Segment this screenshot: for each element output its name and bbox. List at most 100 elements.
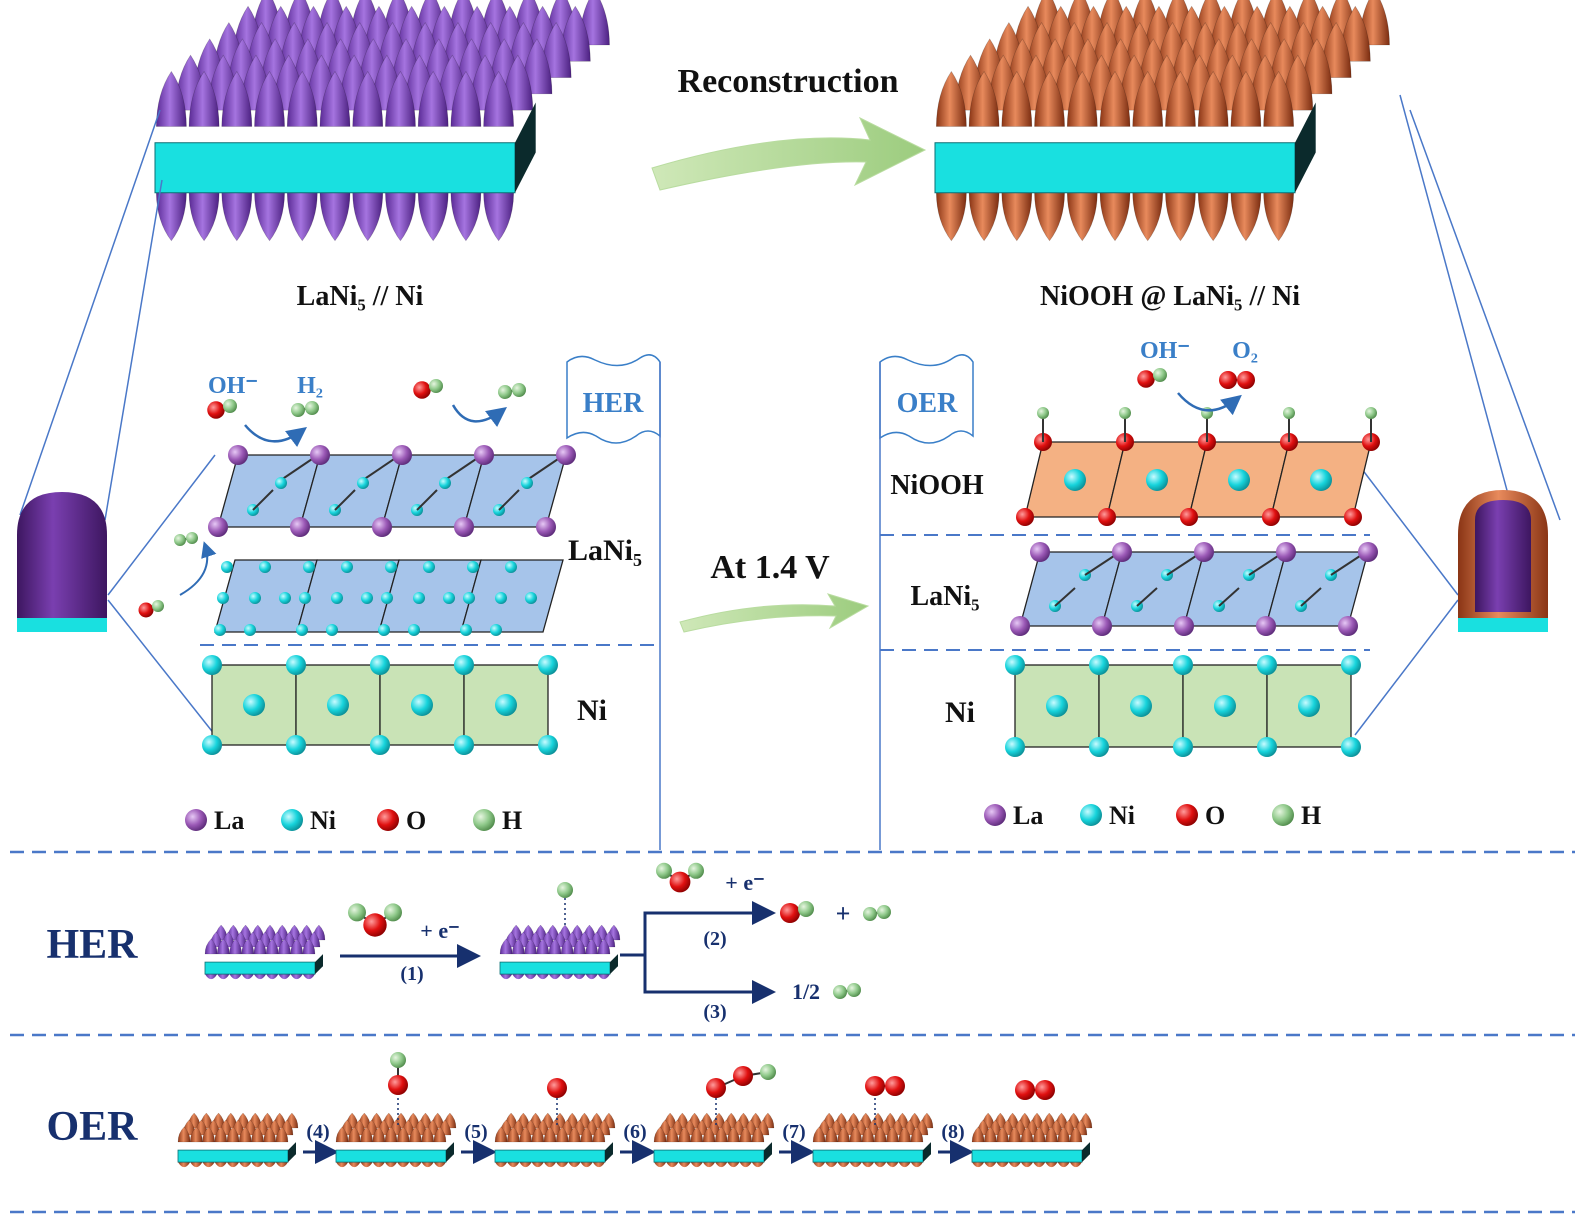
h-atom <box>429 379 443 393</box>
nanospike <box>275 1162 288 1168</box>
nanospike <box>241 938 255 955</box>
nanospike <box>861 1162 875 1168</box>
her-surface-arrow <box>451 404 507 428</box>
nanospike <box>849 1162 862 1168</box>
nanospike <box>421 1162 434 1168</box>
nanospike <box>319 70 351 127</box>
o-atom <box>1219 371 1237 389</box>
oer-step-label: (6) <box>623 1121 646 1143</box>
nanospike <box>898 1126 911 1143</box>
left-electrode-caption: LaNi₅ // Ni <box>297 281 424 312</box>
ni-atom <box>423 561 435 573</box>
nanospike <box>524 938 537 955</box>
her-h2-label: H₂ <box>297 373 323 399</box>
o-atom <box>388 1075 408 1095</box>
la-atom <box>1194 542 1214 562</box>
legend-label-la: La <box>1013 801 1043 830</box>
ni-atom <box>385 561 397 573</box>
o-atom <box>733 1066 753 1086</box>
ni-atom <box>460 624 472 636</box>
mini-electrode-icon <box>499 924 621 980</box>
la-atom <box>1092 616 1112 636</box>
niooh-lani5-ni-electrode-illustration <box>934 0 1390 242</box>
nanospike <box>1069 1162 1082 1168</box>
nanospike <box>204 938 218 955</box>
nanospike <box>1099 70 1131 127</box>
o-atom <box>1180 508 1198 526</box>
her-layer-ni-label: Ni <box>577 694 607 727</box>
right-electrode-caption: NiOOH @ LaNi₅ // Ni <box>1040 281 1300 312</box>
la-atom <box>392 445 412 465</box>
ni-atom <box>1214 695 1236 717</box>
nanospike <box>348 1162 361 1168</box>
la-atom <box>1030 542 1050 562</box>
nanospike <box>352 70 384 127</box>
nanospike <box>886 1126 899 1143</box>
reconstruction-arrow <box>651 116 927 191</box>
nanospike <box>483 70 514 127</box>
nanospike <box>290 974 303 980</box>
oer-layer-lani5-label: LaNi₅ <box>910 581 979 612</box>
nanospike <box>1033 1162 1046 1168</box>
nanospike <box>597 938 611 955</box>
nanospike <box>1263 192 1294 242</box>
nanospike <box>1069 1126 1083 1143</box>
ni-atom <box>1341 737 1361 757</box>
nanospike <box>507 1162 520 1168</box>
ni-atom <box>361 592 373 604</box>
oer-banner-label: OER <box>897 388 958 419</box>
nanospike <box>177 1126 191 1143</box>
nanospike <box>727 1126 740 1143</box>
legend-label-o: O <box>406 806 426 835</box>
legend-label-ni: Ni <box>1109 801 1135 830</box>
ni-atom <box>275 477 287 489</box>
h-atom <box>557 882 573 898</box>
lani5-unit-cell <box>460 559 564 633</box>
nanospike <box>178 1162 191 1168</box>
nanospike <box>1020 1126 1034 1143</box>
ni-atom <box>495 694 517 716</box>
o-atom <box>207 401 225 419</box>
h-atom <box>656 862 672 879</box>
ni-atom <box>525 592 537 604</box>
oer-layer-niooh-label: NiOOH <box>890 470 984 501</box>
nanospike <box>536 938 550 955</box>
nanospike <box>597 974 610 980</box>
ni-atom <box>202 655 222 675</box>
nanospike <box>335 1126 349 1143</box>
nanospike <box>278 938 291 955</box>
nanospike <box>910 1162 923 1168</box>
voltage-arrow <box>679 593 870 633</box>
her-step2-plus: + <box>836 899 851 928</box>
her-pathway-title: HER <box>46 922 138 968</box>
bond <box>1136 587 1158 607</box>
substrate-side-face <box>515 102 536 193</box>
her-surface-arrow <box>244 424 307 448</box>
nanospike <box>739 1126 752 1143</box>
nanospike <box>727 1162 740 1168</box>
nanospike <box>396 1126 410 1143</box>
ni-atom <box>1005 737 1025 757</box>
ni-atom <box>1341 655 1361 675</box>
la-atom <box>1010 616 1030 636</box>
nanospike <box>1045 1162 1058 1168</box>
nanospike <box>573 974 586 980</box>
nanospike <box>202 1126 215 1143</box>
ni-atom <box>286 735 306 755</box>
substrate-front-face <box>154 142 516 194</box>
bond <box>416 489 438 511</box>
oer-pathway: (4)(5)(6)(7)(8) <box>177 1052 1093 1168</box>
her-banner: HER <box>566 354 661 850</box>
nanospike <box>372 1162 385 1168</box>
ni-atom <box>1046 695 1068 717</box>
her-step3-label: (3) <box>703 1001 726 1023</box>
her-step3-arrow <box>643 955 776 1004</box>
nanospike <box>336 1162 349 1168</box>
nanospike <box>996 1126 1009 1143</box>
nanospike <box>286 70 318 127</box>
nanospike <box>714 1126 728 1143</box>
nanospike <box>666 1162 679 1168</box>
nanospike <box>837 1126 850 1143</box>
ni-atom <box>327 694 349 716</box>
nanospike <box>653 1126 667 1143</box>
